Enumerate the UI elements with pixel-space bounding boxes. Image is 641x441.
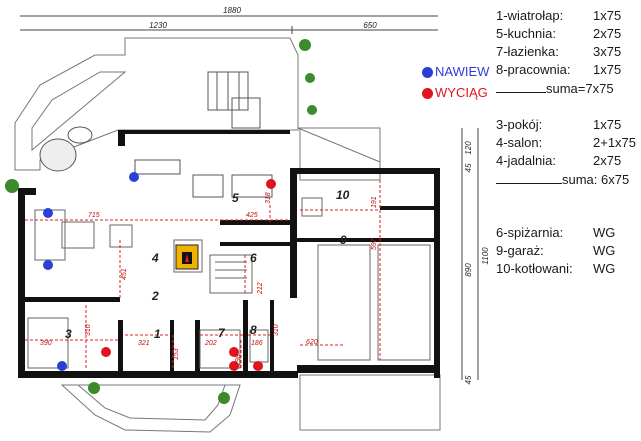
measure-label: 451: [121, 268, 128, 280]
exhaust-vent-icon: [266, 179, 276, 189]
legend-row: 9-garaż: WG: [496, 243, 638, 259]
room-number: 6: [250, 251, 257, 265]
legend-value: WG: [593, 261, 616, 276]
supply-label: NAWIEW: [435, 64, 490, 79]
sum-underline: [496, 171, 562, 184]
legend-row: 4-salon: 2+1x75: [496, 135, 638, 151]
legend-sum: suma: 6x75: [562, 172, 630, 187]
measure-label: 715: [88, 212, 100, 219]
legend-value: 3x75: [593, 44, 622, 59]
terrace-furniture: [39, 71, 273, 198]
measure-label: 425: [246, 212, 258, 219]
interior-outlines: [27, 197, 431, 369]
room-number: 3: [65, 327, 72, 341]
sum-underline: [496, 80, 546, 93]
supply-vent-icon: [43, 208, 53, 218]
dimension-texts: 1880 1230 650 1100 890 45 120 45: [149, 6, 490, 384]
measure-label: 310: [273, 324, 280, 336]
measure-label: 390: [40, 340, 52, 347]
dim-depth-top-a: 45: [464, 163, 473, 172]
measure-label: 318: [265, 192, 272, 204]
legend-room: 7-łazienka:: [496, 44, 559, 59]
legend-value: WG: [593, 225, 616, 240]
room-number: 8: [250, 323, 257, 337]
legend-room: 10-kotłowani:: [496, 261, 573, 276]
room-number: 9: [340, 233, 347, 247]
exhaust-vent-icon: [229, 347, 239, 357]
legend-sum-row: suma=7x75: [496, 80, 638, 96]
legend-row: 6-spiżarnia: WG: [496, 225, 638, 241]
dimension-lines: [20, 15, 479, 380]
walls: [18, 130, 440, 378]
legend-sum-row: suma: 6x75: [496, 171, 638, 187]
exhaust-vent-icon: [253, 361, 263, 371]
plant-icons: [5, 39, 317, 404]
room-number: 10: [336, 188, 350, 202]
measure-label: 153: [173, 348, 180, 360]
legend-value: 2x75: [593, 153, 622, 168]
terraces: [14, 37, 441, 433]
legend-row: 8-pracownia: 1x75: [496, 62, 638, 78]
measure-label: 321: [138, 340, 150, 347]
dim-depth-inner: 890: [464, 263, 473, 277]
measure-label: 191: [371, 196, 378, 208]
legend-value: WG: [593, 243, 616, 258]
room-number: 4: [151, 251, 159, 265]
plan-measures: 715 425 318 191 597 212 451 310 390 321 …: [40, 192, 378, 366]
exhaust-vent-icon: [229, 361, 239, 371]
legend-room: 4-salon:: [496, 135, 543, 150]
supply-vent-icon: [43, 260, 53, 270]
measure-label: 310: [85, 324, 92, 336]
legend-value: 2x75: [593, 26, 622, 41]
supply-dot-icon: [422, 67, 433, 78]
room-number: 7: [218, 326, 226, 340]
legend-value: 1x75: [593, 117, 622, 132]
supply-vent-icon: [57, 361, 67, 371]
legend-row: 10-kotłowani: WG: [496, 261, 638, 277]
measure-label: 202: [204, 340, 217, 347]
legend-value: 1x75: [593, 62, 622, 77]
legend-row: 7-łazienka: 3x75: [496, 44, 638, 60]
exhaust-label: WYCIĄG: [435, 85, 488, 100]
measure-lines: [25, 180, 381, 370]
legend-row: 3-pokój: 1x75: [496, 117, 638, 133]
legend-value: 2+1x75: [593, 135, 637, 150]
legend-room: 5-kuchnia:: [496, 26, 556, 41]
measure-label: 198: [235, 354, 242, 366]
legend-room: 6-spiżarnia:: [496, 225, 564, 240]
dim-total-width: 1880: [223, 6, 241, 15]
fireplace-icon: [175, 244, 199, 270]
exhaust-dot-icon: [422, 88, 433, 99]
legend-row: 5-kuchnia: 2x75: [496, 26, 638, 42]
exhaust-vent-icon: [101, 347, 111, 357]
room-numbers: 1 2 3 4 5 6 7 8 9 10: [65, 188, 350, 341]
dim-depth-top-b: 120: [464, 141, 473, 155]
dim-left-width: 1230: [149, 21, 167, 30]
legend-row: 4-jadalnia: 2x75: [496, 153, 638, 169]
room-number: 1: [154, 327, 161, 341]
measure-label: 212: [257, 282, 264, 295]
vent-markers: [43, 172, 276, 371]
legend-value: 1x75: [593, 8, 622, 23]
legend-room: 3-pokój:: [496, 117, 543, 132]
measure-label: 597: [371, 237, 378, 250]
dim-right-width: 650: [363, 21, 377, 30]
legend-row: 1-wiatrołap: 1x75: [496, 8, 638, 24]
legend-room: 9-garaż:: [496, 243, 544, 258]
legend-room: 1-wiatrołap:: [496, 8, 564, 23]
measure-label: 186: [251, 340, 263, 347]
legend-room: 4-jadalnia:: [496, 153, 556, 168]
legend-sum: suma=7x75: [546, 81, 614, 96]
room-number: 2: [151, 289, 159, 303]
vent-key: NAWIEW WYCIĄG: [420, 64, 495, 104]
room-number: 5: [232, 191, 239, 205]
dim-depth-bottom: 45: [464, 375, 473, 384]
legend-room: 8-pracownia:: [496, 62, 571, 77]
vent-legend: 1-wiatrołap: 1x75 5-kuchnia: 2x75 7-łazi…: [496, 8, 638, 278]
measure-label: 620: [306, 339, 318, 346]
dim-total-depth: 1100: [481, 247, 490, 265]
supply-vent-icon: [129, 172, 139, 182]
